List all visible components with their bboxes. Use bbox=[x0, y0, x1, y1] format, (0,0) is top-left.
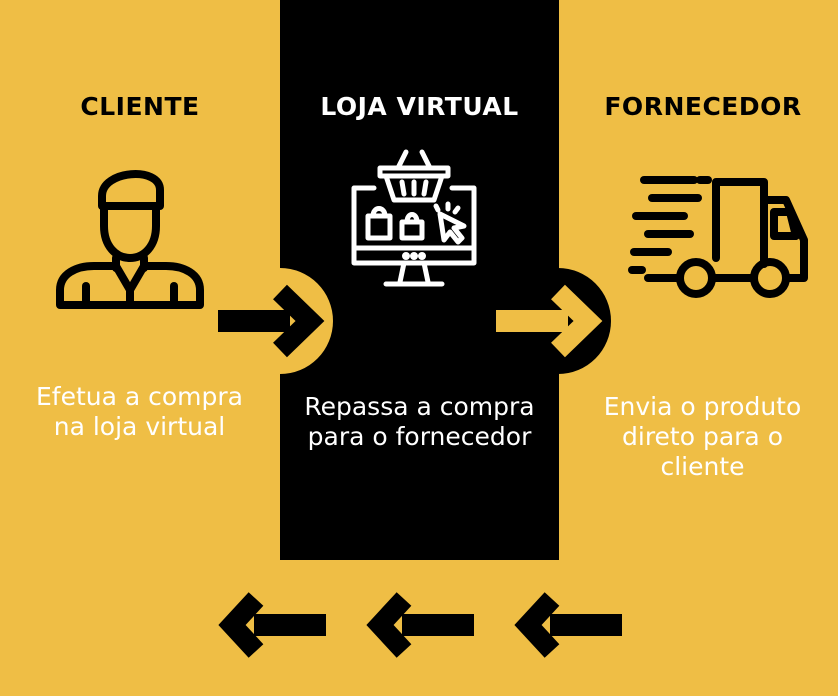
delivery-truck-icon bbox=[628, 176, 808, 298]
return-arrow-3 bbox=[514, 592, 622, 658]
return-arrow-1 bbox=[218, 592, 326, 658]
person-icon bbox=[56, 170, 204, 309]
forward-arrow-2 bbox=[496, 268, 611, 374]
return-arrow-2 bbox=[366, 592, 474, 658]
fornecedor-description: Envia o produto direto para o cliente bbox=[603, 392, 802, 481]
forward-arrow-1 bbox=[218, 268, 333, 374]
fornecedor-title: FORNECEDOR bbox=[604, 92, 802, 121]
cliente-title: CLIENTE bbox=[80, 92, 200, 121]
online-store-icon bbox=[351, 149, 477, 287]
cliente-description: Efetua a compra na loja virtual bbox=[35, 382, 244, 441]
loja-virtual-title: LOJA VIRTUAL bbox=[320, 92, 519, 121]
loja-virtual-panel bbox=[280, 0, 559, 560]
loja-virtual-description: Repassa a compra para o fornecedor bbox=[304, 392, 535, 451]
